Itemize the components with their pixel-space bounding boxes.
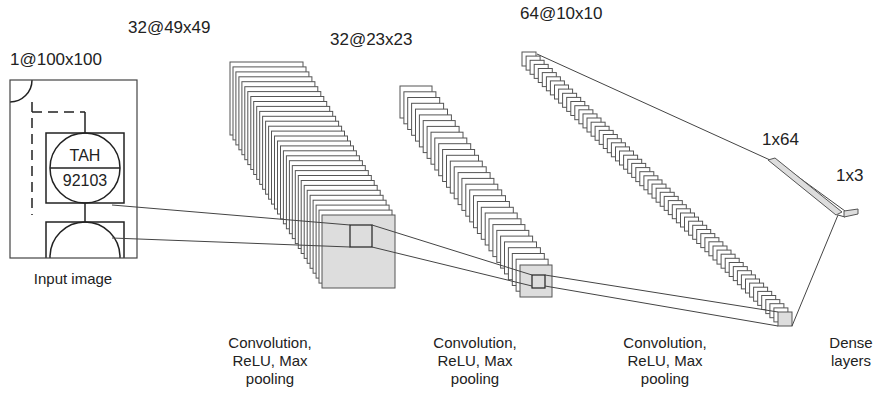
stage-caption: Convolution, ReLU, Max pooling [222, 334, 318, 388]
feature-map [520, 265, 552, 297]
kernel-window [350, 225, 372, 247]
layer-size: 1x3 [836, 166, 886, 186]
output-bar [844, 209, 858, 217]
dense-bar [768, 158, 842, 215]
layer-size: 32@23x23 [330, 30, 440, 50]
receptive-lines [112, 54, 845, 326]
stage-caption: Convolution, ReLU, Max pooling [617, 334, 713, 388]
feature-map [322, 215, 395, 288]
tag-text: TAH [55, 146, 115, 165]
tag-number: 92103 [50, 171, 120, 190]
kernel-window [532, 275, 545, 288]
layer-size: 1x64 [762, 130, 822, 150]
input-frame [10, 80, 137, 258]
stage-caption: Convolution, ReLU, Max pooling [427, 334, 523, 388]
stage-caption: Dense layers [815, 334, 887, 370]
layer-size: 1@100x100 [10, 50, 130, 70]
feature-map [778, 312, 792, 326]
layer-size: 32@49x49 [128, 18, 238, 38]
image-caption: Input image [12, 270, 134, 288]
conv1-stack [230, 62, 395, 288]
input-drawing [10, 80, 137, 258]
layer-size: 64@10x10 [520, 4, 630, 24]
conv2-stack [400, 86, 552, 297]
conv3-stack [522, 52, 792, 326]
